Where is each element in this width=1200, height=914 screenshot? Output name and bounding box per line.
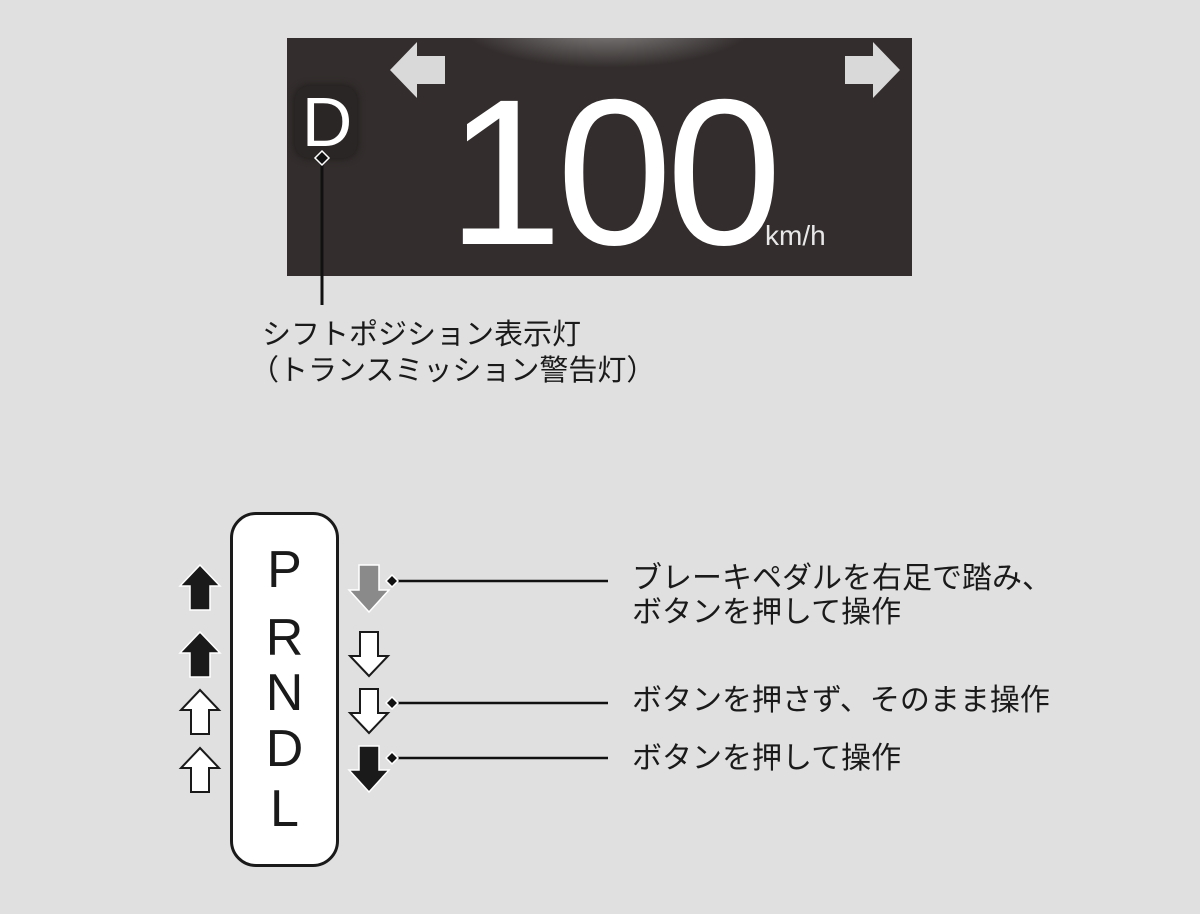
position-n: N: [265, 664, 304, 722]
down-arrow-gray-icon: [347, 564, 391, 614]
note-3: ボタンを押して操作: [632, 741, 902, 776]
shift-selector: P R N D L: [230, 512, 339, 867]
position-p: P: [267, 541, 302, 599]
leader-diamond: [384, 573, 400, 589]
down-arrow-black-icon: [347, 745, 391, 794]
down-arrow-white-icon: [347, 631, 391, 678]
turn-signals: [390, 42, 900, 98]
position-d: D: [265, 720, 304, 778]
position-r: R: [265, 609, 304, 667]
caption-shift-indicator: シフトポジション表示灯: [262, 317, 582, 351]
caption-transmission-warning: （トランスミッション警告灯）: [250, 353, 656, 387]
up-arrow-white-icon: [178, 746, 222, 793]
leader-diamond: [384, 695, 400, 711]
down-arrow-white-icon: [347, 688, 391, 735]
up-arrow-black-icon: [178, 563, 222, 611]
leader-diamond: [313, 149, 331, 167]
left-turn-arrow-icon: [390, 42, 445, 98]
right-turn-arrow-icon: [845, 42, 900, 98]
leader-diamond: [384, 750, 400, 766]
instrument-display: D 100 km/h: [287, 38, 912, 276]
up-arrow-white-icon: [178, 688, 222, 735]
note-1-line1: ブレーキペダルを右足で踏み、: [632, 561, 1052, 596]
up-arrow-black-icon: [178, 630, 222, 678]
position-l: L: [270, 780, 299, 838]
shift-indicator-box: [295, 86, 357, 158]
speed-unit: km/h: [765, 220, 826, 251]
shift-position-indicator: D: [301, 83, 353, 161]
note-1-line2: ボタンを押して操作: [632, 595, 902, 630]
speed-readout: 100: [447, 57, 782, 276]
note-2: ボタンを押さず、そのまま操作: [632, 683, 1050, 718]
